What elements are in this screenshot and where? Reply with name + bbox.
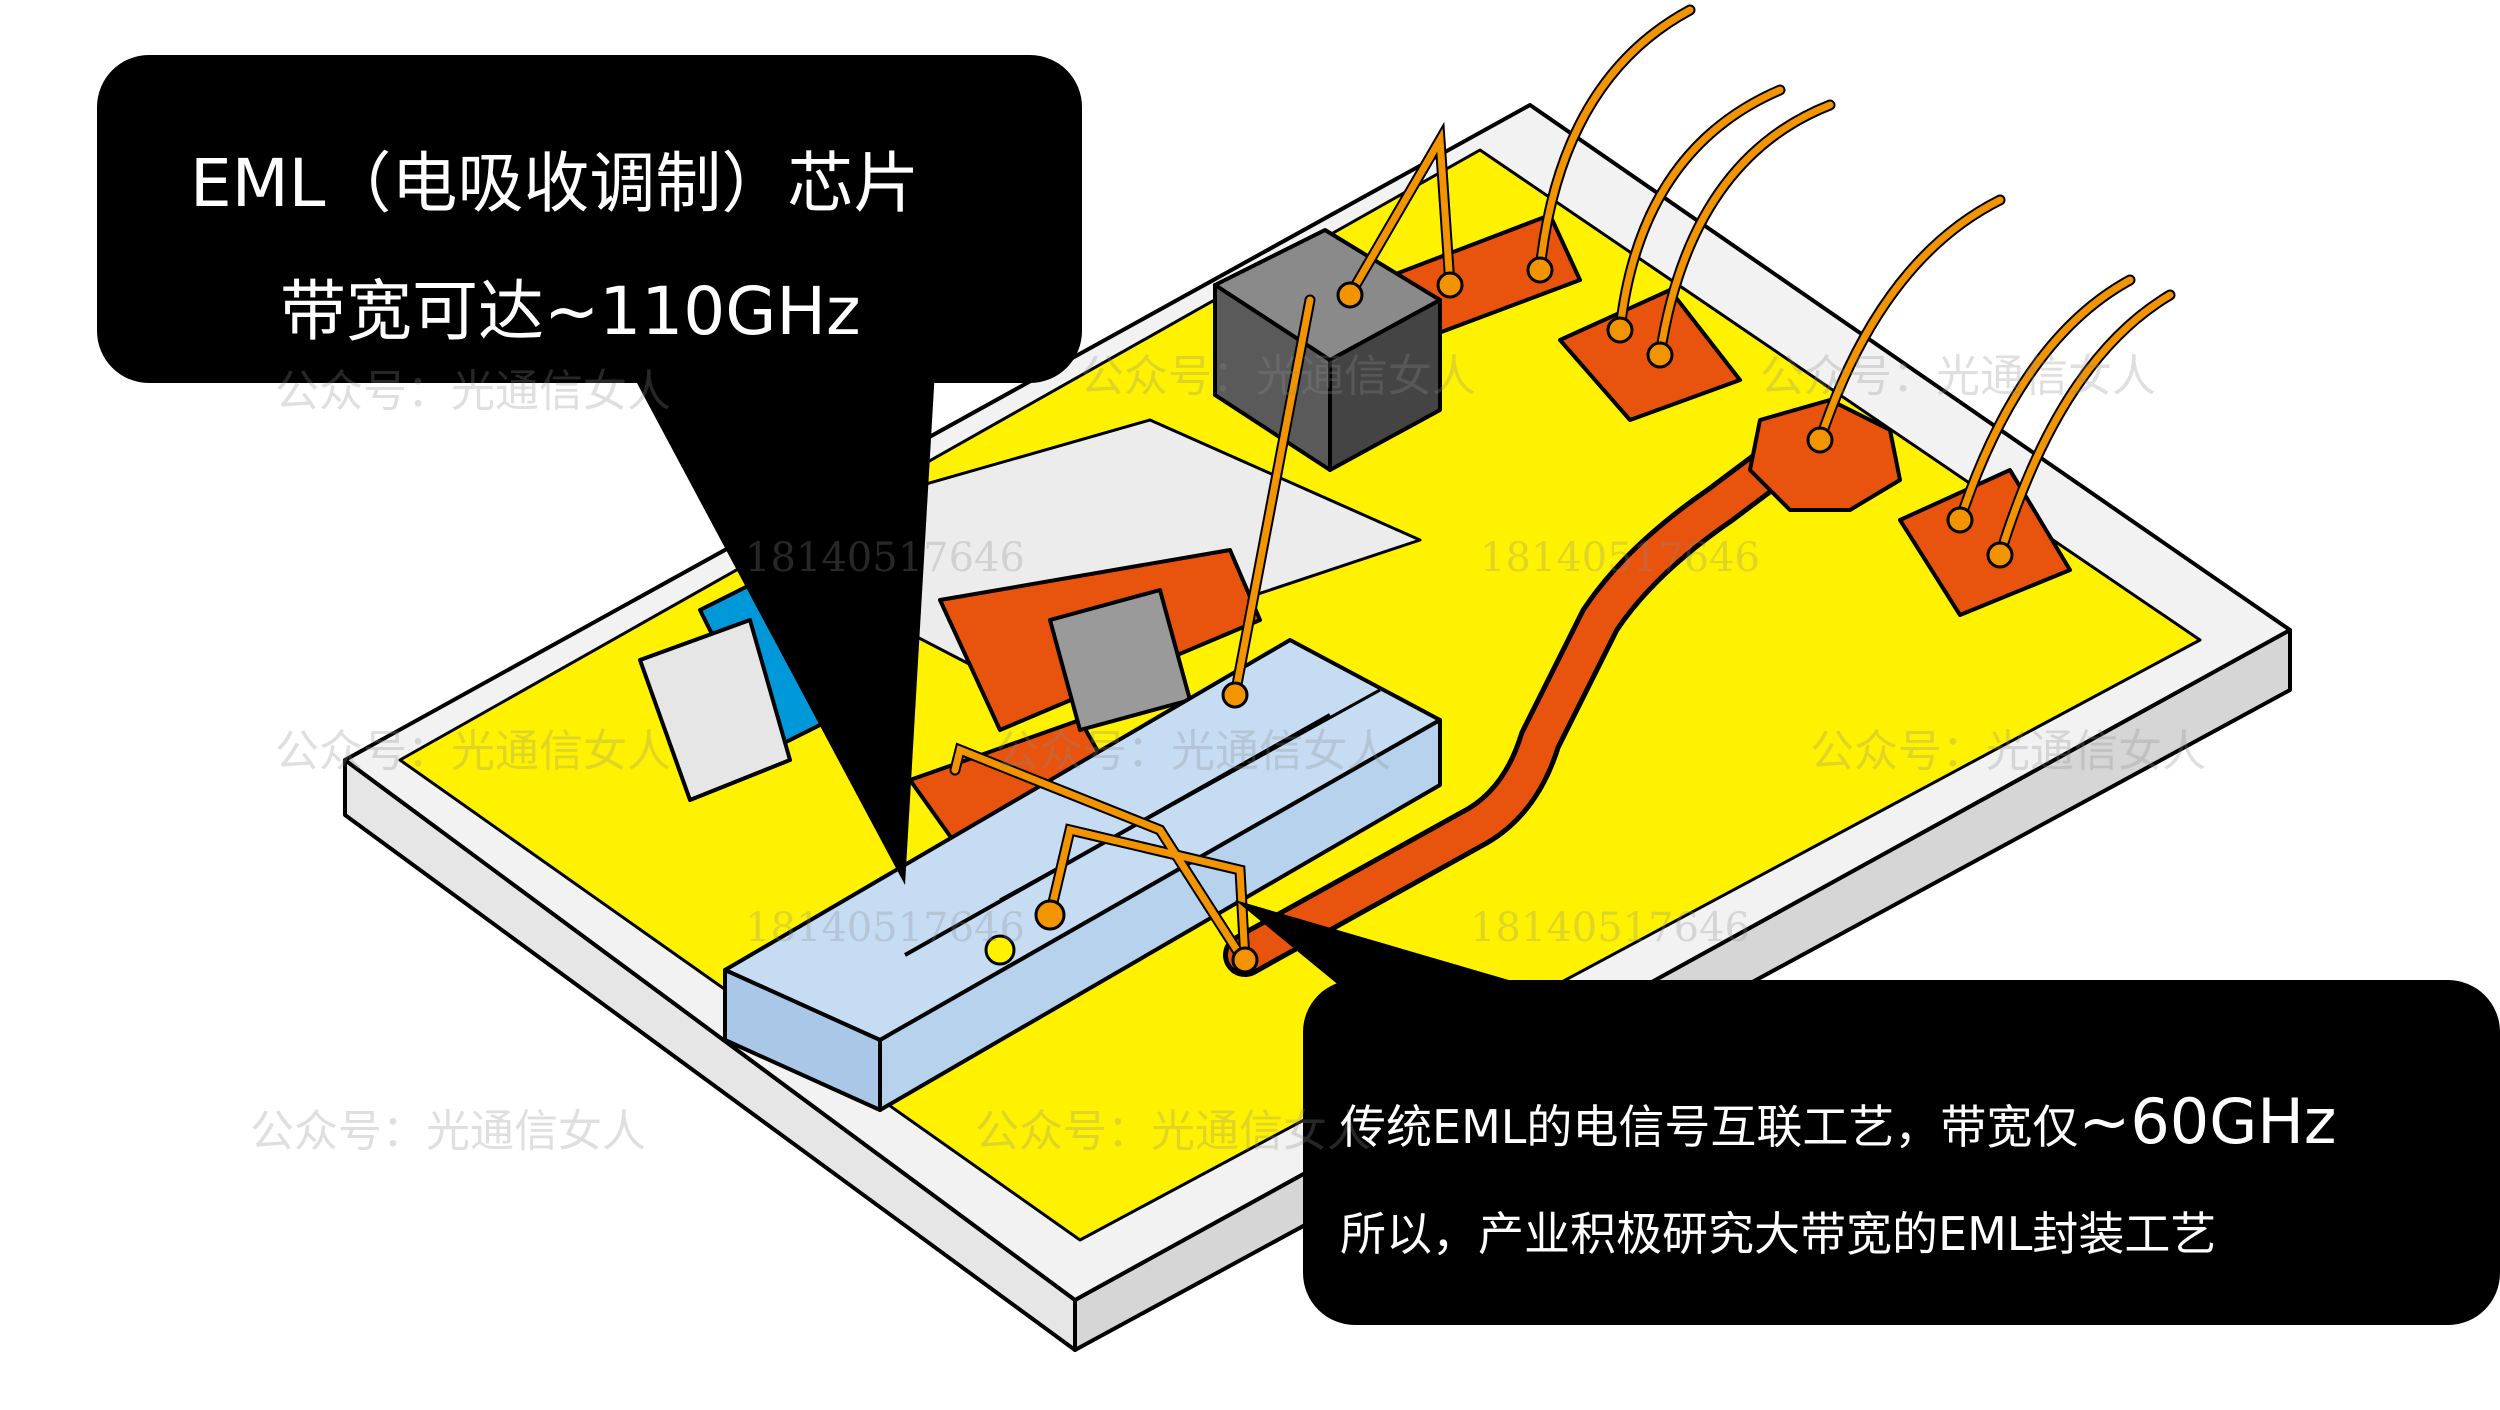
watermark-phone-4: 18140517646 [1470,905,1750,951]
watermark-account-3: 公众号：光通信女人 [1760,351,2156,402]
watermark-account-5: 公众号：光通信女人 [995,726,1391,777]
watermark-account-1: 公众号：光通信女人 [275,366,671,417]
pad-octagon [1748,398,1902,512]
callout-bottom-line1-prefix: 传统EML的电信号互联工艺，带宽仅 [1340,1100,2079,1154]
watermark-phone-1: 18140517646 [745,535,1025,581]
dark-cube-right [1328,298,1442,472]
bond-balls [984,256,2014,974]
watermark-account-7: 公众号：光通信女人 [250,1106,646,1157]
callout-top-line1: EML（电吸收调制）芯片 [190,145,920,222]
watermark-account-6: 公众号：光通信女人 [1810,726,2206,777]
watermark-account-4: 公众号：光通信女人 [275,726,671,777]
callout-bottom-line1: 传统EML的电信号互联工艺，带宽仅~60GHz [1340,1085,2336,1158]
eml-chip-side [878,718,1442,1112]
watermark-phone-3: 18140517646 [745,905,1025,951]
callout-bottom-bandwidth-value: ~60GHz [2078,1085,2337,1158]
watermark-phone-2: 18140517646 [1480,535,1760,581]
callout-top-line2: 带宽可达~110GHz [280,273,861,350]
callout-bottom-bubble [1235,900,2500,1325]
white-block [638,618,792,802]
callout-bottom-line2: 所以，产业积极研究大带宽的EML封装工艺 [1340,1207,2217,1261]
bond-wires [951,6,2174,964]
watermark-account-2: 公众号：光通信女人 [1080,351,1476,402]
watermark-account-8: 公众号：光通信女人 [975,1106,1371,1157]
callout-top-bubble [97,55,1082,885]
